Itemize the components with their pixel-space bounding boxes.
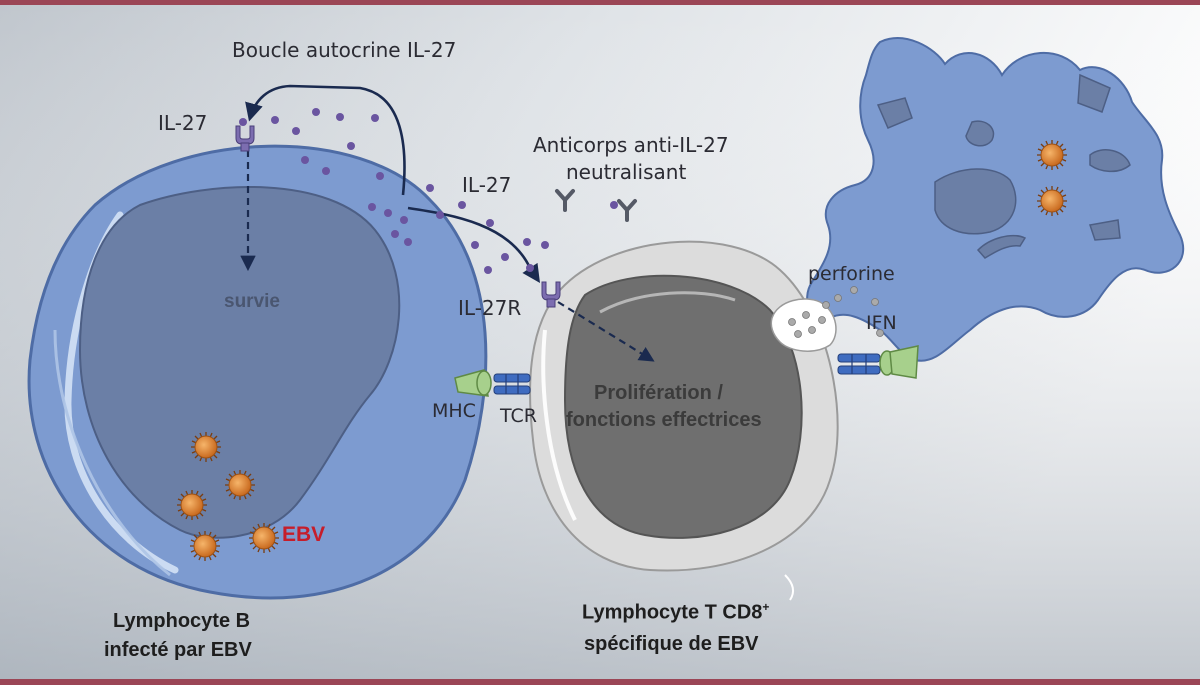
top-border <box>0 0 1200 5</box>
perforin-label: perforine <box>808 263 895 285</box>
bottom-border <box>0 679 1200 685</box>
b-cell-caption-line1: Lymphocyte B <box>113 610 251 632</box>
tcr-mhc-target-synapse <box>837 345 919 379</box>
proliferation-label-line2: fonctions effectrices <box>566 409 762 431</box>
proliferation-label-line1: Prolifération / <box>594 382 723 404</box>
b-lymphocyte <box>27 144 488 600</box>
survival-label: survie <box>224 291 280 312</box>
mhc-label: MHC <box>432 400 476 422</box>
il27-mid-label: IL-27 <box>462 173 512 197</box>
target-infected-cell <box>806 37 1185 362</box>
t-cell-caption-superscript: + <box>762 600 770 614</box>
antibody-label-line2: neutralisant <box>566 160 687 184</box>
il27-cytokines <box>239 108 618 274</box>
b-cell-caption-line2: infecté par EBV <box>104 639 252 661</box>
autocrine-loop-arrow <box>245 84 406 196</box>
b-cell-nucleus <box>78 186 401 539</box>
autocrine-loop-label: Boucle autocrine IL-27 <box>232 38 457 62</box>
proliferation-signal-arrow <box>557 301 655 362</box>
il27-top-label: IL-27 <box>158 111 208 135</box>
mhc-tcr-synapse <box>454 369 531 397</box>
antibody-label-line1: Anticorps anti-IL-27 <box>533 133 729 157</box>
t-cell-caption-text: Lymphocyte T CD8 <box>582 601 763 624</box>
perforin-granule <box>770 286 884 352</box>
t-lymphocyte <box>529 240 839 601</box>
ebv-label: EBV <box>282 523 326 546</box>
paracrine-arrow <box>407 206 541 284</box>
il27r-label: IL-27R <box>458 296 522 320</box>
t-cell-nucleus <box>563 274 803 539</box>
ifn-label: IFN <box>866 312 897 334</box>
tcr-label: TCR <box>500 405 537 427</box>
t-cell-caption-line1: Lymphocyte T CD8+ <box>582 601 769 623</box>
t-cell-caption-line2: spécifique de EBV <box>584 633 759 655</box>
